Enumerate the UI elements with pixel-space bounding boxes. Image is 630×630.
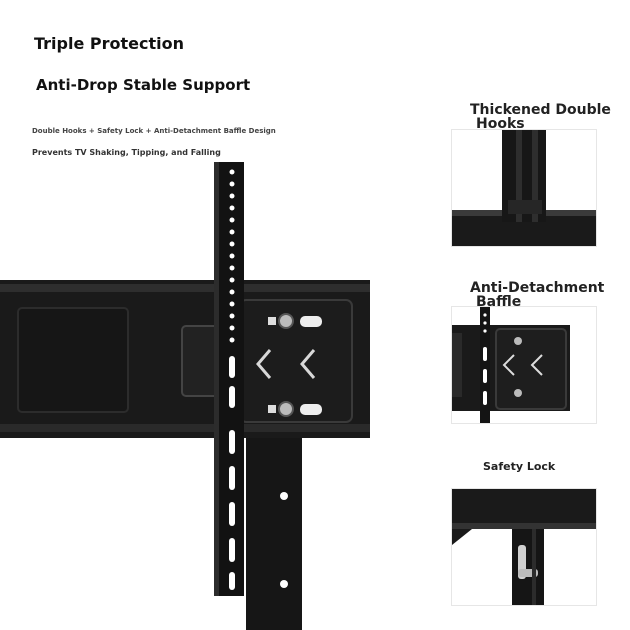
floor-column: [246, 438, 302, 630]
features-line: Double Hooks + Safety Lock + Anti-Detach…: [32, 127, 276, 135]
callout-safety-lock-label: Safety Lock: [483, 460, 556, 473]
callout-double-hooks-label: Thickened Double Hooks: [470, 103, 611, 131]
callout-line1: Thickened Double: [470, 102, 611, 118]
center-bracket-plate: [239, 299, 353, 423]
callout-baffle-label: Anti-Detachment Baffle: [470, 281, 604, 309]
callout-safety-lock-image: [451, 488, 597, 606]
benefit-line: Prevents TV Shaking, Tipping, and Fallin…: [32, 148, 221, 157]
callout-double-hooks-image: [451, 129, 597, 247]
callout-line2: Hooks: [476, 116, 525, 132]
callout-line1: Anti-Detachment: [470, 280, 605, 296]
callout-baffle-image: [451, 306, 597, 424]
callout-line2: Baffle: [476, 294, 522, 310]
page-title: Triple Protection: [34, 34, 184, 53]
vertical-hanging-arm: [214, 162, 244, 596]
page-subtitle: Anti-Drop Stable Support: [36, 76, 251, 94]
